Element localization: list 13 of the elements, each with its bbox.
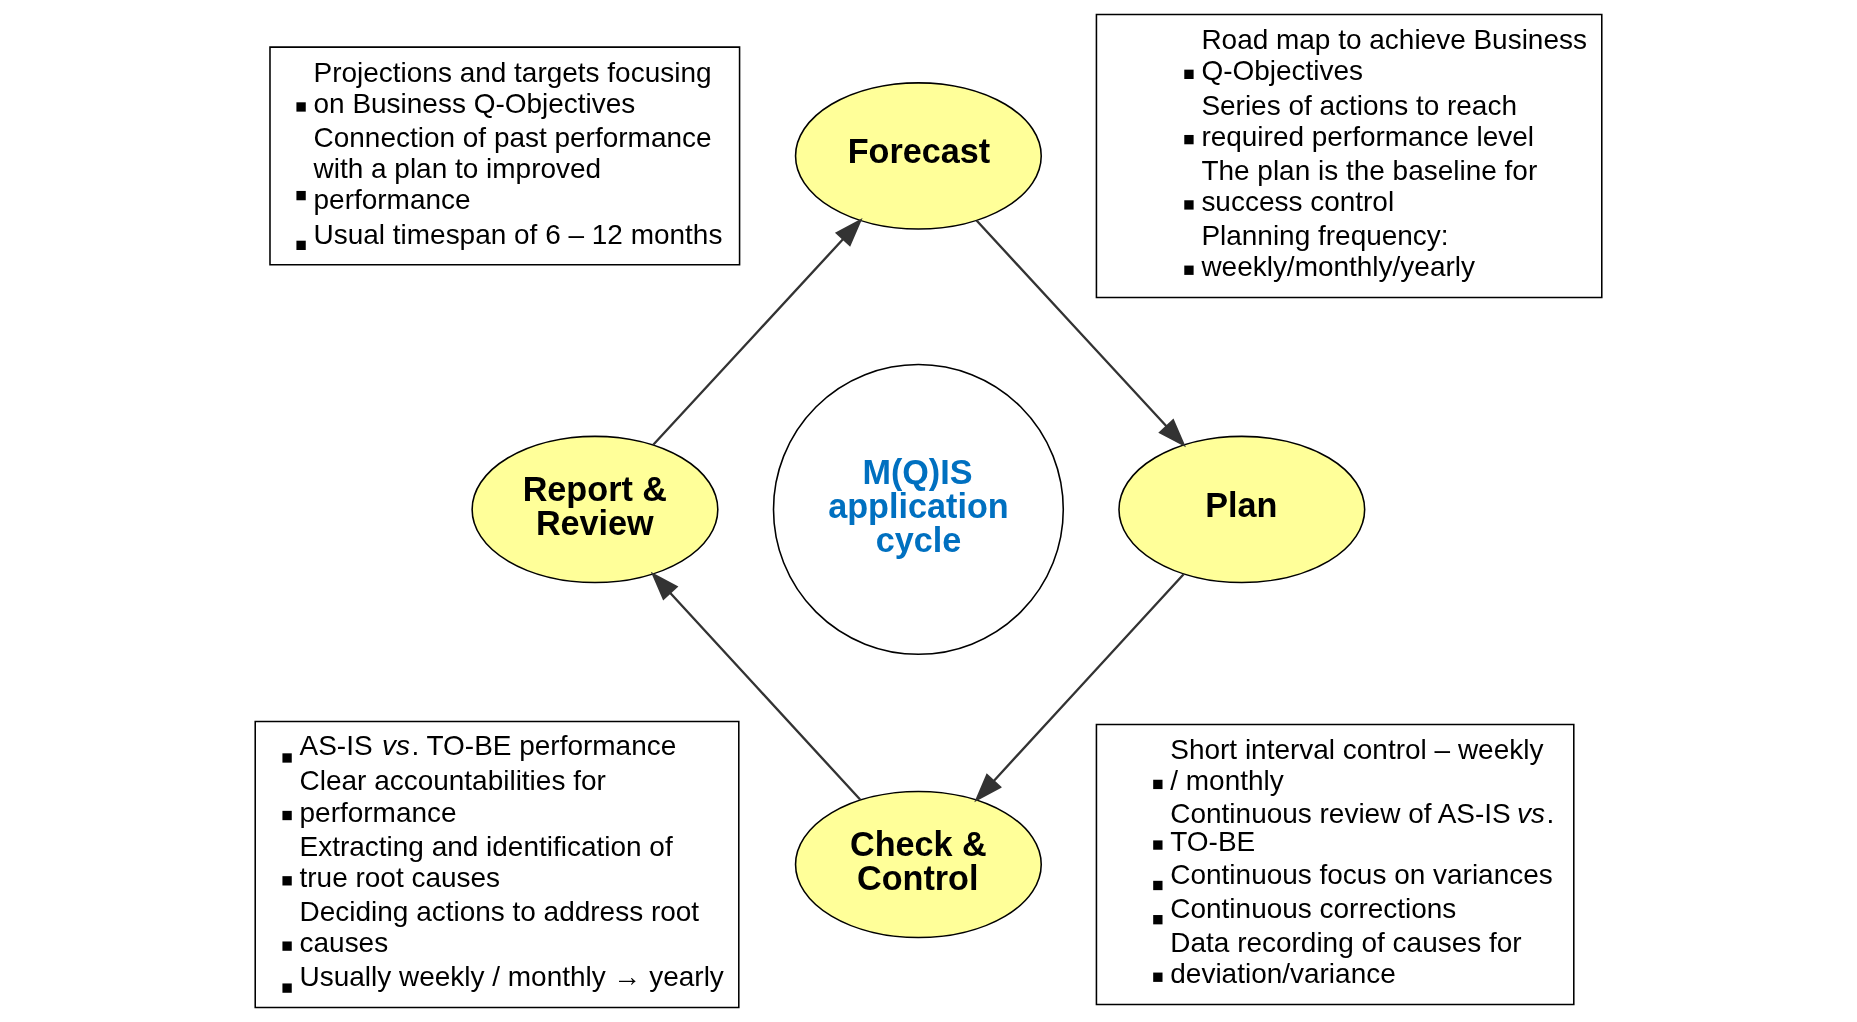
arrow [975,219,1186,448]
node-ellipse: Report & Review [471,435,719,584]
node-circle: M(Q)IS application cycle [772,363,1065,656]
node-ellipse: Plan [1118,435,1366,584]
node-ellipse: Forecast [794,82,1042,230]
node-box: Road map to achieve Business Q-Objectives Series of actions to reach required performance level The plan is the baseline for success control Planning frequency: weekly/monthly/yearly [1095,13,1603,299]
node-box: Projections and targets focusing on Business Q-Objectives Connection of past performance with a plan to improved performance Usual timespan of 6 – 12 months [269,46,741,266]
node-ellipse: Check & Control [794,790,1042,939]
node-box: Short interval control – weekly / monthly Continuous review of AS-IS vs. TO-BE Continuous focus on variances Continuous corrections Data recording of causes for deviation/variance [1095,723,1575,1006]
arrow [974,573,1185,803]
node-box: AS-IS vs. TO-BE performance Clear accountabilities for performance Extracting and identification of true root causes Deciding actions to address root causes Usually weekly / monthly → yearly [254,720,740,1009]
arrow [650,571,861,801]
arrow [652,217,863,446]
